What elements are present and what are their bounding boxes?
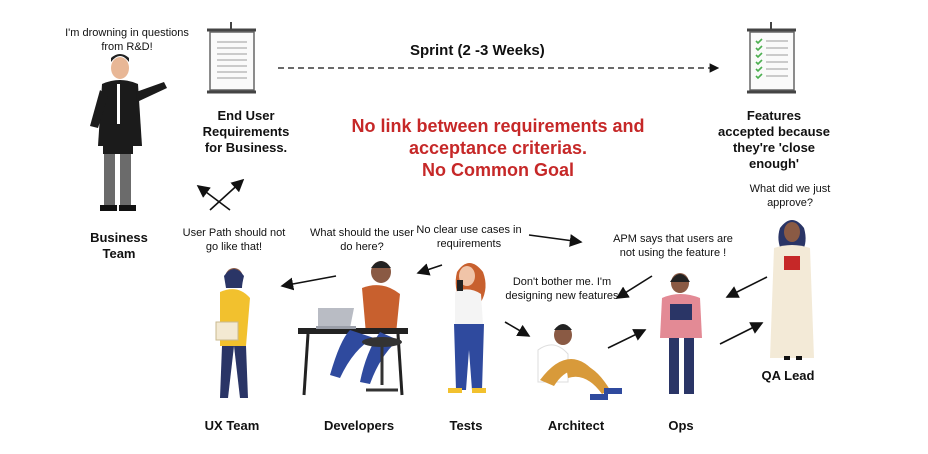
role-qa: QA Lead [761, 368, 815, 383]
role-ops: Ops [668, 418, 694, 433]
business-person-figure [90, 54, 167, 211]
quote-ops: APM says that users are not using the fe… [613, 233, 733, 259]
flow-arrows [280, 234, 768, 349]
role-developers: Developers [323, 418, 395, 433]
role-ux: UX Team [204, 418, 260, 433]
role-business: Business Team [90, 230, 148, 261]
quote-ux: User Path should not go like that! [182, 227, 286, 253]
requirements-board-icon [207, 22, 256, 94]
role-tests: Tests [449, 418, 483, 433]
arrow-up-right [209, 178, 245, 211]
qa-lead-figure [770, 220, 814, 360]
headline-line-3: No Common Goal [422, 160, 574, 180]
role-architect: Architect [547, 418, 605, 433]
headline-line-1: No link between requirements and [351, 116, 645, 136]
accepted-board-label: Features accepted because they're 'close… [718, 108, 831, 171]
ux-person-figure [215, 268, 250, 398]
quote-developers: What should the user do here? [310, 227, 414, 253]
headline-line-2: acceptance criterias. [408, 138, 588, 158]
arrow-up-left [196, 185, 231, 211]
requirements-board-label: End User Requirements for Business. [202, 108, 290, 155]
tester-figure [448, 263, 486, 393]
quote-business: I'm drowning in questions from R&D! [65, 27, 189, 53]
quote-qa: What did we just approve? [749, 183, 831, 209]
architect-figure [537, 324, 622, 400]
ops-person-figure [660, 273, 702, 394]
developer-figure [298, 261, 408, 396]
headline: No link between requirements and accepta… [298, 115, 698, 181]
quote-tests: No clear use cases in requirements [416, 224, 522, 250]
quote-architect: Don't bother me. I'm designing new featu… [505, 276, 619, 302]
accepted-board-icon [747, 22, 796, 94]
sprint-title: Sprint (2 -3 Weeks) [410, 42, 545, 59]
